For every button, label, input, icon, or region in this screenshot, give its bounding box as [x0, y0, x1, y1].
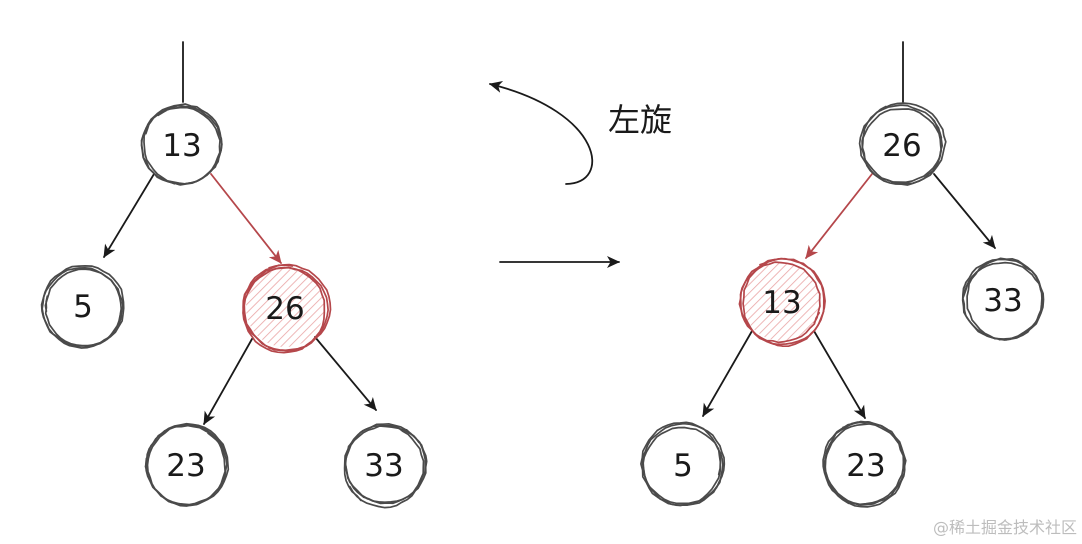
before-right-left-node: 23	[144, 422, 230, 507]
node-outline-stroke	[641, 422, 726, 505]
after-edge-root-to-left	[805, 173, 873, 259]
node-outline-stroke	[640, 421, 722, 507]
node-outline-stroke	[344, 423, 427, 504]
node-label: 33	[983, 283, 1022, 319]
node-outline-stroke	[861, 102, 947, 185]
after-edge-left-to-left-left	[702, 330, 753, 417]
before-edge-right-to-right-left	[203, 338, 253, 425]
watermark: @稀土掘金技术社区	[933, 518, 1077, 537]
after-edge-root-to-right	[933, 173, 996, 249]
before-tree: 13 5 26 23 33	[40, 41, 428, 509]
node-outline-stroke	[44, 268, 124, 347]
after-edge-left-to-left-right	[813, 330, 866, 419]
node-label: 33	[364, 448, 403, 484]
before-right-node: 26	[242, 263, 332, 354]
node-outline-stroke	[823, 421, 905, 506]
before-root-node: 13	[140, 103, 223, 186]
rotation-curve-arrow	[489, 81, 594, 185]
node-label: 26	[265, 291, 304, 327]
node-outline-stroke	[243, 266, 329, 352]
rotation-label: 左旋	[608, 101, 672, 139]
node-hatch-fill	[246, 269, 324, 347]
node-label: 13	[162, 128, 201, 164]
node-label: 23	[846, 448, 885, 484]
before-edge-right-to-right-right	[314, 336, 377, 411]
node-outline-stroke	[143, 103, 223, 185]
node-outline-stroke	[145, 422, 230, 507]
before-right-right-node: 33	[343, 423, 428, 509]
rotation-indicator: 左旋	[489, 81, 672, 268]
after-root-node: 26	[858, 102, 947, 186]
before-edge-root-to-left	[103, 173, 155, 258]
node-outline-stroke	[41, 267, 123, 349]
node-label: 5	[73, 289, 93, 325]
after-tree: 26 13 33 5 23	[640, 41, 1045, 508]
node-label: 13	[762, 285, 801, 321]
node-outline-stroke	[742, 257, 825, 348]
after-left-node: 13	[738, 257, 826, 348]
after-right-node: 33	[961, 257, 1045, 341]
node-outline-stroke	[642, 426, 724, 507]
node-label: 5	[673, 448, 693, 484]
after-left-left-node: 5	[640, 421, 726, 507]
node-label: 26	[882, 128, 921, 164]
node-outline-stroke	[343, 424, 425, 509]
after-left-right-node: 23	[822, 420, 907, 508]
node-label: 23	[166, 448, 205, 484]
before-left-node: 5	[40, 265, 125, 349]
node-outline-stroke	[40, 265, 125, 348]
node-hatch-fill	[743, 263, 821, 341]
before-edge-root-to-right	[210, 173, 282, 264]
node-outline-stroke	[966, 257, 1045, 341]
